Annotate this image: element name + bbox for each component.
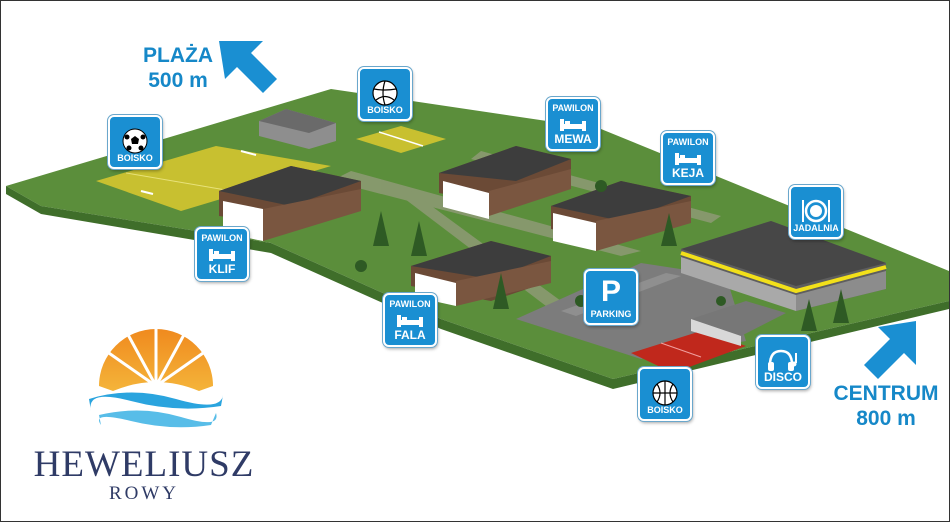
marker-prefix: PAWILON [201,233,243,243]
marker-jadalnia[interactable]: JADALNIA [789,185,843,239]
marker-boisko-volleyball[interactable]: BOISKO [358,67,412,121]
marker-label: PARKING [590,309,632,319]
marker-prefix: PAWILON [552,103,594,113]
marker-label: DISCO [763,370,802,384]
center-arrow-icon [864,321,916,379]
pavilion-buildings [219,146,691,306]
bed-icon [548,115,598,138]
bed-icon [663,149,713,172]
beach-name: PLAŻA [143,44,213,67]
marker-label: BOISKO [117,153,153,163]
beach-direction: PLAŻA 500 m [133,43,223,93]
marker-prefix: PAWILON [667,137,709,147]
basketball-court [631,331,746,373]
center-direction: CENTRUM 800 m [823,381,949,431]
marker-disco[interactable]: DISCO [756,335,810,389]
beach-arrow-icon [219,41,277,93]
logo-subtitle: ROWY [108,483,180,504]
marker-boisko-soccer[interactable]: BOISKO [108,115,162,169]
logo-graphic [89,323,223,428]
marker-label: BOISKO [647,405,683,415]
marker-pawilon-fala[interactable]: PAWILON FALA [383,293,437,347]
headphones-music-icon [758,347,808,378]
basketball-icon [640,379,690,412]
center-distance: 800 m [856,407,916,430]
beach-distance: 500 m [148,69,208,92]
marker-boisko-basketball[interactable]: BOISKO [638,367,692,421]
volleyball-icon [360,79,410,112]
volleyball-court [356,126,446,153]
center-name: CENTRUM [833,382,939,405]
marker-pawilon-mewa[interactable]: PAWILON MEWA [546,97,600,151]
parking-icon: P [600,275,621,308]
trees [355,180,849,331]
soccer-ball-icon [110,127,160,160]
bed-icon [197,245,247,268]
marker-label: KEJA [671,166,704,180]
marker-pawilon-keja[interactable]: PAWILON KEJA [661,131,715,185]
marker-label: JADALNIA [793,223,839,233]
marker-label: KLIF [208,262,236,276]
marker-prefix: PAWILON [389,299,431,309]
marker-parking[interactable]: P PARKING [584,269,638,325]
plate-cutlery-icon [791,197,841,230]
logo-name: HEWELIUSZ [33,444,255,485]
marker-label: BOISKO [367,105,403,115]
heweliusz-logo: HEWELIUSZ ROWY [19,301,269,511]
marker-label: FALA [394,328,426,342]
shed [259,109,336,149]
marker-label: MEWA [554,132,592,146]
bed-icon [385,311,435,334]
marker-pawilon-klif[interactable]: PAWILON KLIF [195,227,249,281]
